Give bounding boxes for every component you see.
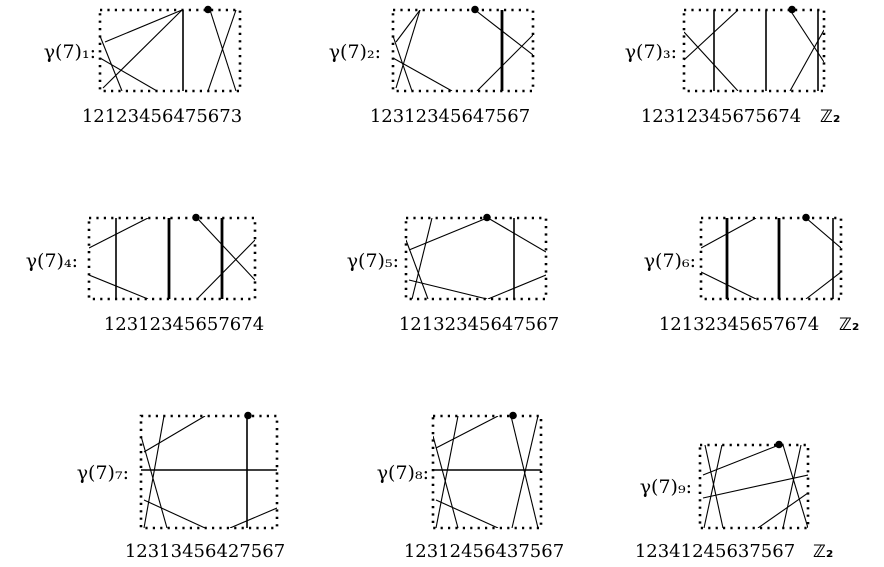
basepoint-dot — [483, 213, 491, 222]
diagram-label: γ(7)₃: — [625, 41, 677, 63]
basepoint-dot — [204, 5, 212, 14]
diagram-3: γ(7)₃: 12312345675674 ℤ₂ — [625, 5, 840, 127]
basepoint-dot — [788, 5, 796, 14]
frame — [87, 216, 257, 301]
diagram-label: γ(7)₆: — [644, 250, 696, 272]
chords — [100, 10, 237, 91]
frame — [139, 414, 279, 530]
chords — [141, 416, 277, 528]
chords — [393, 10, 533, 91]
basepoint-dot — [775, 440, 783, 449]
gauss-word: 12312456437567 — [404, 541, 564, 562]
chords — [701, 218, 841, 299]
gauss-word: 12341245637567 — [635, 541, 795, 562]
diagram-label: γ(7)₇: — [77, 462, 129, 484]
frame — [404, 216, 548, 301]
chords — [433, 416, 541, 528]
diagram-2: γ(7)₂: 12312345647567 — [329, 5, 535, 127]
frame — [98, 8, 242, 93]
diagram-9: γ(7)₉: 12341245637567 ℤ₂ — [635, 440, 833, 562]
diagram-label: γ(7)₈: — [377, 462, 429, 484]
gauss-word: 12312345647567 — [370, 106, 530, 127]
diagram-8: γ(7)₈: 12312456437567 — [377, 411, 564, 562]
gauss-word: 12132345657674 — [659, 314, 819, 335]
basepoint-dot — [471, 5, 479, 14]
chords — [89, 218, 255, 299]
frame — [391, 8, 535, 93]
diagram-label: γ(7)₄: — [26, 250, 78, 272]
basepoint-dot — [509, 411, 517, 420]
chords — [702, 445, 808, 528]
symmetry-label: ℤ₂ — [813, 542, 833, 562]
chords — [684, 10, 824, 91]
diagram-7: γ(7)₇: 12313456427567 — [77, 411, 285, 562]
diagram-label: γ(7)₁: — [44, 41, 96, 63]
chords — [406, 218, 546, 299]
frame — [682, 8, 826, 93]
diagram-label: γ(7)₉: — [640, 476, 692, 498]
frame — [698, 443, 810, 530]
gauss-word: 12313456427567 — [125, 541, 285, 562]
diagram-label: γ(7)₅: — [347, 250, 399, 272]
gauss-word: 12312345675674 — [641, 106, 801, 127]
diagram-1: γ(7)₁: 12123456475673 — [44, 5, 242, 127]
diagram-4: γ(7)₄: 12312345657674 — [26, 213, 264, 335]
frame — [699, 216, 843, 301]
diagram-label: γ(7)₂: — [329, 41, 381, 63]
gauss-word: 12123456475673 — [82, 106, 242, 127]
frame — [431, 414, 543, 530]
symmetry-label: ℤ₂ — [839, 315, 859, 335]
basepoint-dot — [244, 411, 252, 420]
diagram-6: γ(7)₆: 12132345657674 ℤ₂ — [644, 213, 859, 335]
basepoint-dot — [192, 213, 200, 222]
basepoint-dot — [802, 213, 810, 222]
diagram-5: γ(7)₅: 12132345647567 — [347, 213, 559, 335]
gauss-word: 12132345647567 — [399, 314, 559, 335]
gauss-word: 12312345657674 — [104, 314, 264, 335]
symmetry-label: ℤ₂ — [820, 107, 840, 127]
